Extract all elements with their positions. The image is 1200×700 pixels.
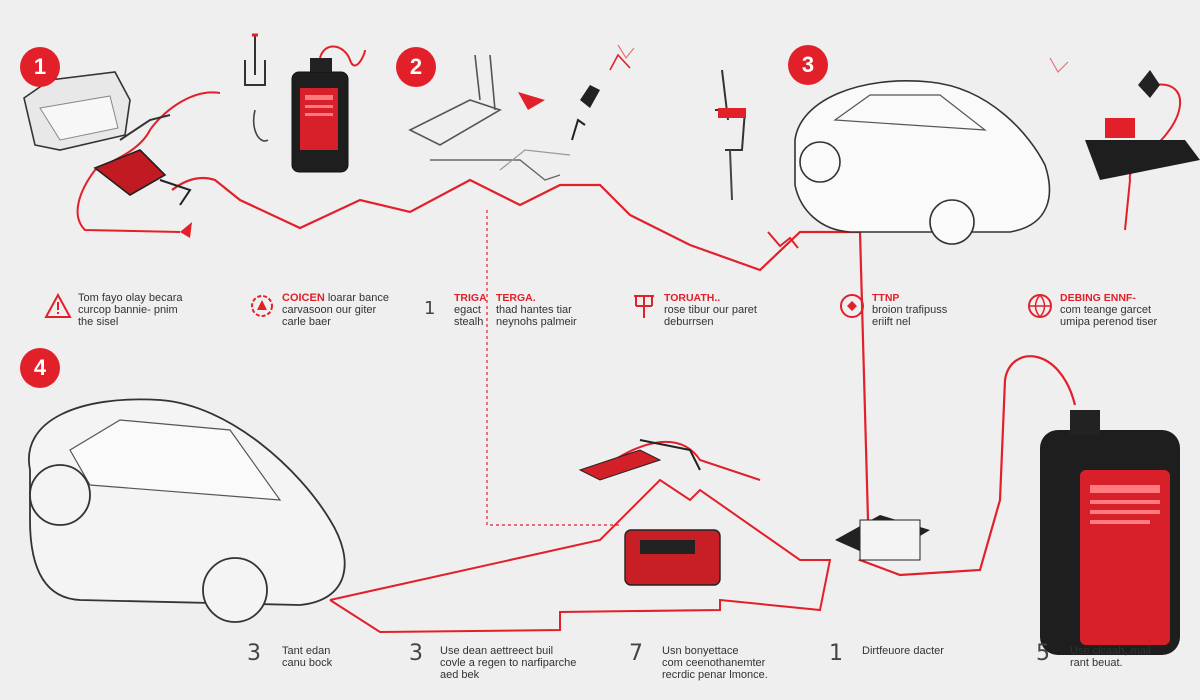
step-badge-2: 2 <box>396 47 436 87</box>
bottom-number-4: 1 <box>829 641 843 666</box>
bottom-number-1: 3 <box>247 641 261 666</box>
pitchfork-icon <box>634 295 654 318</box>
lower-red-wire <box>329 478 832 634</box>
note-ttnp: TTNP broion trafipuss eriift nel <box>840 292 947 328</box>
test-probe-illustration <box>715 69 747 201</box>
control-module-illustration <box>835 515 930 561</box>
step-badge-4: 4 <box>20 348 60 388</box>
hook-illustration <box>244 33 269 142</box>
note-coicen: COICEN loarar bance carvasoon our giter … <box>251 292 389 328</box>
probe-connector-illustration <box>571 53 631 141</box>
note-triga: TRIGA egact stealh <box>454 292 487 328</box>
dashed-red-wire <box>486 210 620 526</box>
bottom-number-2: 3 <box>409 641 423 666</box>
step-badge-1: 1 <box>20 47 60 87</box>
note-debing: DEBING ENNF- com teange garcet umipa per… <box>1028 292 1157 328</box>
faint-bolt-icon <box>1049 57 1069 73</box>
faint-icon <box>617 44 635 60</box>
gear-warning-icon <box>251 295 273 317</box>
battery-tester-illustration <box>291 45 366 173</box>
sedan-illustration-large <box>28 398 346 623</box>
step-badge-3: 3 <box>788 45 828 85</box>
note-warning: Tom fayo olay becara curcop bannie- pnim… <box>44 292 183 328</box>
battery-pack-illustration <box>624 529 721 586</box>
bracket-illustration <box>408 54 571 181</box>
bottom-number-3: 7 <box>629 641 643 666</box>
jump-starter-illustration <box>1040 410 1180 655</box>
squiggle-wire <box>767 231 799 249</box>
note-number: 1 <box>424 298 436 319</box>
note-toruath: TORUATH.. rose tibur our paret deburrsen <box>634 292 757 328</box>
red-arrow-icon <box>518 92 545 110</box>
windshield-illustration <box>23 71 131 151</box>
bottom-number-5: 5 <box>1036 641 1050 666</box>
left-red-wire <box>76 91 221 233</box>
circuit-badge-icon <box>840 294 864 318</box>
note-terga: TERGA. thad hantes tiar neynohs palmeir <box>496 292 577 328</box>
main-red-wire <box>171 176 1077 577</box>
small-arrow-icon <box>180 222 192 238</box>
globe-badge-icon <box>1028 294 1052 319</box>
charger-tray-illustration <box>1085 70 1200 180</box>
bottom-caption-4: Dirtfeuore dacter <box>862 645 944 657</box>
sedan-illustration-small <box>794 80 1051 245</box>
clamp-illustration <box>93 114 192 206</box>
warning-triangle-icon <box>44 292 72 318</box>
alligator-clamp-illustration <box>578 439 701 481</box>
